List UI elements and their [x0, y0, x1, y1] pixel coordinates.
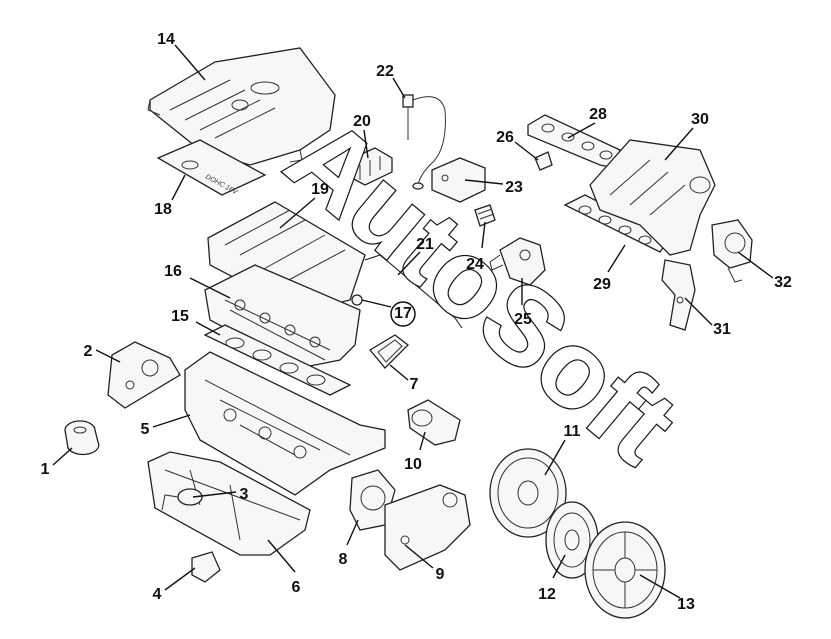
callout-11: 11 [564, 423, 581, 440]
part-sensor-bracket [191, 551, 221, 583]
callout-9: 9 [436, 566, 445, 583]
leader-line-8 [346, 519, 359, 546]
part-throttle-body [711, 219, 753, 283]
leader-line-24 [481, 221, 486, 249]
leader-line-23 [464, 179, 504, 185]
callout-24: 24 [466, 256, 484, 273]
leader-line-22 [392, 77, 406, 99]
callout-32: 32 [774, 274, 792, 291]
callout-12: 12 [538, 586, 556, 603]
callout-30: 30 [691, 111, 709, 128]
part-pipe-21 [364, 254, 463, 329]
part-engine-plate [384, 484, 471, 571]
callout-3: 3 [240, 486, 249, 503]
callout-1: 1 [41, 461, 50, 478]
leader-line-10 [419, 431, 426, 451]
leader-line-20 [363, 129, 369, 159]
part-intake-manifold [589, 139, 716, 256]
callout-25: 25 [514, 311, 532, 328]
leader-line-3 [192, 491, 237, 498]
callout-19: 19 [311, 181, 329, 198]
callout-10: 10 [404, 456, 422, 473]
callout-15: 15 [171, 308, 189, 325]
callout-31: 31 [713, 321, 731, 338]
callout-18: 18 [154, 201, 172, 218]
callout-7: 7 [410, 376, 419, 393]
leader-line-26 [514, 141, 539, 161]
callout-circle-17 [390, 301, 416, 327]
part-pressure-plate [584, 521, 666, 619]
callout-2: 2 [84, 343, 93, 360]
callout-21: 21 [416, 236, 434, 253]
callout-28: 28 [589, 106, 607, 123]
part-coil-block [347, 147, 393, 186]
leader-line-29 [607, 244, 626, 273]
callout-6: 6 [292, 579, 301, 596]
callout-22: 22 [376, 63, 394, 80]
leader-line-21 [397, 251, 421, 276]
part-gasket-7 [369, 334, 409, 369]
part-bracket-31 [661, 259, 696, 331]
leader-line-31 [684, 297, 713, 326]
leader-line-18 [171, 174, 186, 201]
callout-20: 20 [353, 113, 371, 130]
leader-line-16 [189, 277, 231, 299]
leader-line-28 [567, 122, 596, 139]
part-temp-sender [534, 151, 553, 171]
leader-line-2 [95, 349, 121, 363]
part-thermostat-housing [489, 237, 546, 286]
callout-23: 23 [505, 179, 523, 196]
callout-8: 8 [339, 551, 348, 568]
part-plug-24 [474, 204, 496, 227]
callout-13: 13 [677, 596, 695, 613]
part-seal-17 [351, 294, 363, 306]
callout-16: 16 [164, 263, 182, 280]
part-oil-pump [107, 341, 181, 409]
leader-line-15 [195, 321, 221, 336]
leader-lines [52, 44, 774, 599]
callout-labels: 1234567891011121314151617181920212223242… [41, 31, 792, 613]
part-head-gasket [203, 324, 352, 396]
leader-line-32 [737, 251, 774, 279]
part-oil-pickup [161, 488, 203, 511]
leader-line-7 [389, 364, 409, 381]
callout-17: 17 [394, 305, 412, 322]
part-starter-motor [407, 399, 461, 446]
part-engine-block [184, 351, 386, 496]
leader-line-30 [664, 127, 694, 161]
part-sensor-cable [402, 94, 486, 203]
leader-line-13 [639, 574, 681, 599]
leader-line-19 [279, 197, 316, 229]
leader-line-4 [164, 567, 196, 591]
leader-line-6 [267, 539, 296, 573]
leader-line-17 [361, 299, 392, 308]
leader-line-14 [174, 44, 206, 81]
leader-line-9 [404, 544, 434, 569]
part-engine-cover [147, 47, 336, 166]
callout-26: 26 [496, 129, 514, 146]
callout-5: 5 [141, 421, 150, 438]
leader-line-12 [552, 554, 566, 579]
leader-line-11 [544, 439, 566, 476]
callout-14: 14 [157, 31, 175, 48]
leader-line-5 [152, 414, 191, 428]
leader-line-1 [52, 447, 73, 466]
part-oil-filter [64, 420, 100, 456]
callout-29: 29 [593, 276, 611, 293]
callout-4: 4 [153, 586, 162, 603]
